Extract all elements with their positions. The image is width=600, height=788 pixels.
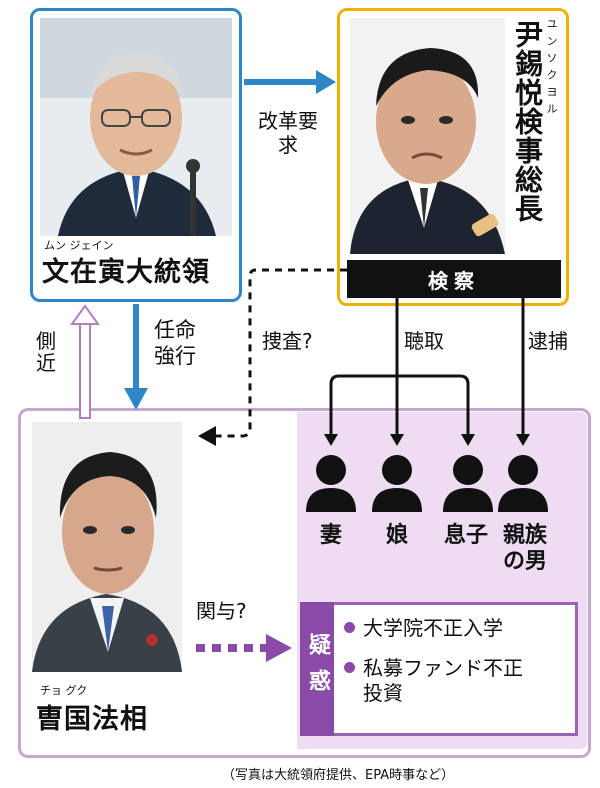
moon-photo xyxy=(40,18,232,236)
person-icon-son xyxy=(443,455,493,512)
person-icon-daughter xyxy=(372,455,422,512)
photo-credit: （写真は大統領府提供、EPA時事など） xyxy=(222,768,455,783)
suspicion-item-2-text: 私募ファンド不正投資 xyxy=(363,656,523,705)
cho-reading: チョ グク xyxy=(40,684,88,697)
yoon-reading: ユンソクヨル xyxy=(545,18,558,120)
family-label-wife: 妻 xyxy=(319,523,342,548)
involvement-arrow-head xyxy=(266,634,292,662)
person-icon-relative xyxy=(498,455,548,512)
questioning-branch xyxy=(329,374,470,436)
arrest-label: 逮捕 xyxy=(528,329,568,353)
aide-arrow-line xyxy=(79,321,91,419)
appointment-label: 任命強行 xyxy=(154,318,196,368)
moon-name: 文在寅大統領 xyxy=(42,257,210,288)
bullet-dot-icon xyxy=(344,662,355,673)
suspicion-tab-label: 疑惑 xyxy=(305,633,330,705)
person-icon-wife xyxy=(306,455,356,512)
yoon-name: 尹錫悦検事総長 xyxy=(511,20,544,223)
cho-group-box xyxy=(18,408,591,758)
family-label-relative: 親族の男 xyxy=(502,523,547,575)
family-label-son: 息子 xyxy=(443,523,488,548)
suspicion-tab: 疑惑 xyxy=(300,602,334,736)
cho-name: 曺国法相 xyxy=(36,704,148,735)
appoint-arrow-head xyxy=(124,388,148,410)
suspicion-item-2: 私募ファンド不正投資 xyxy=(344,656,564,706)
cho-photo xyxy=(32,422,182,672)
investigation-arrow-line xyxy=(214,268,347,438)
family-label-daughter: 娘 xyxy=(385,523,408,548)
reform-label: 改革要求 xyxy=(258,109,318,157)
moon-reading: ムン ジェイン xyxy=(44,239,114,252)
aide-label: 側近 xyxy=(36,329,56,375)
bullet-dot-icon xyxy=(344,622,355,633)
questioning-label: 聴取 xyxy=(404,329,444,353)
suspicion-item-1: 大学院不正入学 xyxy=(344,616,503,641)
involvement-label: 関与? xyxy=(196,599,247,623)
yoon-photo xyxy=(350,18,505,254)
reform-arrow-head xyxy=(316,70,336,94)
suspicion-item-1-text: 大学院不正入学 xyxy=(363,616,503,640)
investigation-arrow-head xyxy=(198,426,216,446)
aide-arrow-head xyxy=(70,304,100,325)
investigation-label: 捜査? xyxy=(262,329,313,353)
prosecution-label: 検察 xyxy=(347,260,561,298)
